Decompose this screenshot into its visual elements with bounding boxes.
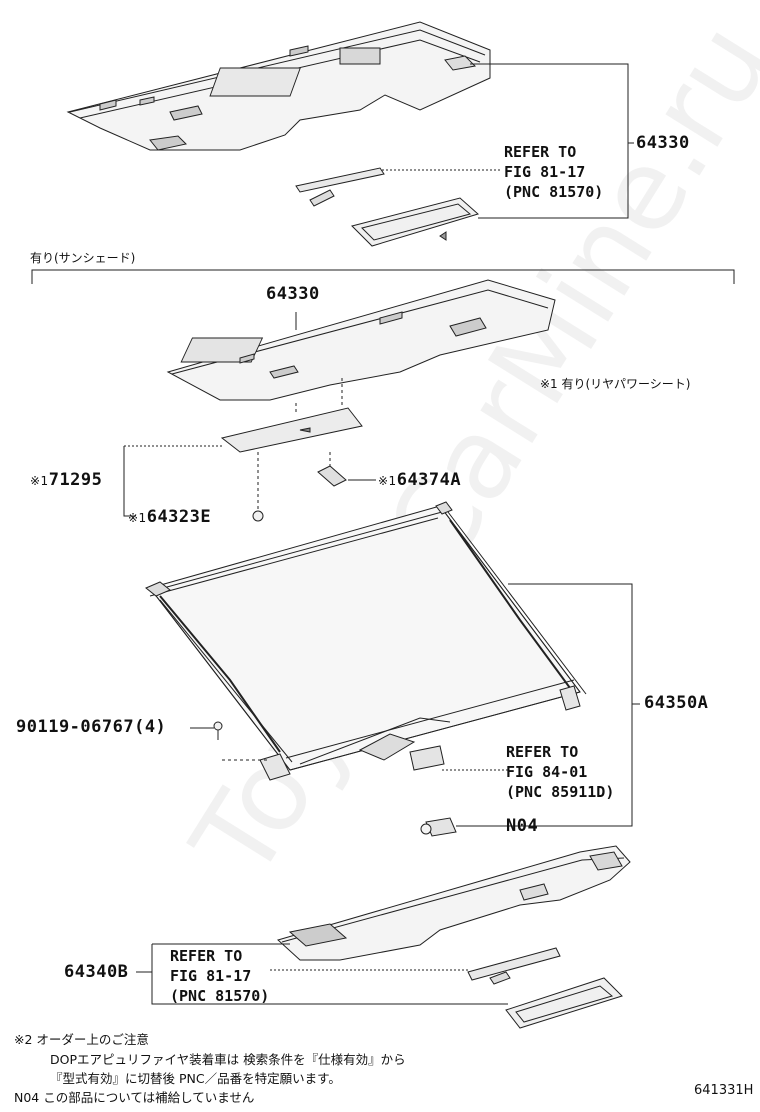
section-header: 有り(サンシェード): [30, 251, 136, 265]
mark-1: ※1: [30, 474, 49, 488]
ref3-line2: FIG 81-17: [170, 967, 252, 985]
part-71295-number: 71295: [48, 470, 103, 490]
part-71295[interactable]: ※171295: [30, 472, 102, 489]
leader-lines-top: [382, 63, 634, 219]
ref1-line3: (PNC 81570): [504, 183, 604, 201]
footnote-dop-line: DOPエアピュリファイヤ装着車は 検索条件を『仕様有効』から: [50, 1052, 406, 1067]
ref3-line1: REFER TO: [170, 947, 243, 965]
part-64323E[interactable]: ※164323E: [128, 509, 211, 526]
leader-lines-sunshade: [190, 583, 640, 827]
mark-1: ※1: [378, 474, 397, 488]
roof-console-panel-top[interactable]: [66, 21, 491, 151]
part-64330-top[interactable]: 64330: [636, 133, 690, 153]
part-64374A[interactable]: ※164374A: [378, 472, 461, 489]
console-bracket-bottom[interactable]: [505, 977, 623, 1029]
footnote-switch-line: 『型式有効』に切替後 PNC／品番を特定願います。: [50, 1071, 341, 1086]
mark-1: ※1: [128, 511, 147, 525]
sunshade-assembly[interactable]: [145, 501, 587, 781]
reference-fig-81-17-top[interactable]: REFER TO FIG 81-17 (PNC 81570): [504, 142, 603, 202]
diagram-id: 641331H: [694, 1083, 754, 1098]
screw-90119[interactable]: [213, 721, 223, 740]
assist-grip-bottom[interactable]: [467, 947, 561, 985]
ref1-line1: REFER TO: [504, 143, 577, 161]
part-64323E-number: 64323E: [146, 507, 212, 527]
assist-grip-top[interactable]: [295, 167, 385, 207]
section-bracket: [31, 269, 735, 284]
ref1-line2: FIG 81-17: [504, 163, 586, 181]
ref2-line1: REFER TO: [506, 743, 579, 761]
part-64340B[interactable]: 64340B: [64, 962, 129, 982]
roof-console-panel-bottom[interactable]: [277, 845, 631, 961]
clip-64374A[interactable]: [317, 465, 347, 487]
leader-lines-middle: [123, 312, 376, 517]
ref2-line2: FIG 84-01: [506, 763, 588, 781]
part-N04[interactable]: N04: [506, 816, 539, 836]
part-90119[interactable]: 90119-06767(4): [16, 717, 167, 737]
footnote-order-caution: ※2 オーダー上のご注意: [14, 1032, 149, 1047]
part-64350A[interactable]: 64350A: [644, 693, 709, 713]
note-1-rear-power-seat: ※1 有り(リヤパワーシート): [540, 377, 691, 391]
footnote-N04: N04 この部品については補給していません: [14, 1090, 255, 1105]
dashed-leaders-middle: [257, 378, 343, 510]
console-bracket-top[interactable]: [351, 197, 480, 247]
ref3-line3: (PNC 81570): [170, 987, 270, 1005]
ref2-line3: (PNC 85911D): [506, 783, 615, 801]
part-64330-middle[interactable]: 64330: [266, 284, 320, 304]
sunshade-cover[interactable]: [220, 407, 363, 453]
roof-console-panel-middle[interactable]: [166, 279, 556, 401]
reference-fig-81-17-bottom[interactable]: REFER TO FIG 81-17 (PNC 81570): [170, 946, 269, 1006]
reference-fig-84-01[interactable]: REFER TO FIG 84-01 (PNC 85911D): [506, 742, 614, 802]
part-64374A-number: 64374A: [396, 470, 462, 490]
leader-lines-bottom: [136, 943, 508, 1005]
connector-N04[interactable]: [420, 817, 457, 837]
screw-64323E[interactable]: [252, 510, 264, 522]
